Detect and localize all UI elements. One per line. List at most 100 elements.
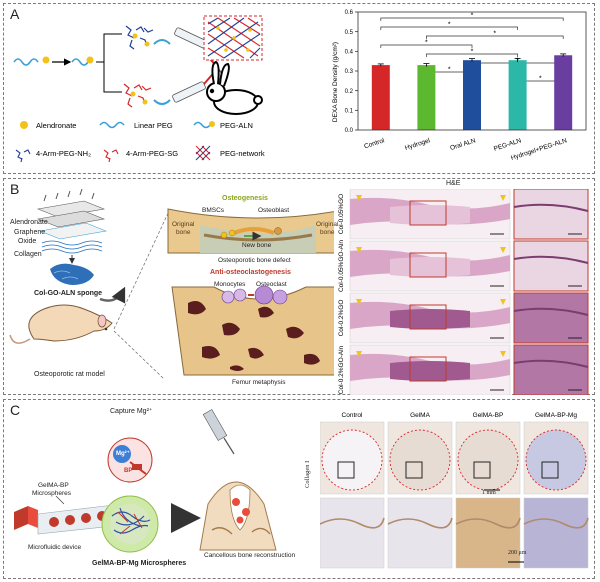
- he-zoom-fiber: [513, 307, 589, 316]
- legend-peg-network: PEG-network: [220, 149, 265, 158]
- significance-bracket: [380, 26, 518, 30]
- legend-alendronate: Alendronate: [36, 121, 76, 130]
- collagen-zoom-image: [320, 497, 385, 569]
- y-tick-label: 0.2: [345, 89, 354, 95]
- he-zoom-fiber: [513, 203, 589, 212]
- plot-frame: [357, 11, 587, 131]
- collagen-zoom-image: [455, 497, 521, 569]
- label-original-bone-left-2: bone: [176, 229, 191, 236]
- collagen-roi-box: [541, 461, 559, 479]
- panel-c-label: C: [10, 402, 21, 418]
- he-marker-right: [500, 299, 506, 305]
- he-marker-left: [356, 299, 362, 305]
- legend-peg-aln: PEG-ALN: [220, 121, 253, 130]
- he-row-label: Col-0.2%GO: [338, 300, 345, 337]
- he-marker-left: [356, 195, 362, 201]
- label-original-bone-right-2: bone: [320, 229, 335, 236]
- significance-star: *: [448, 22, 451, 29]
- label-defect: Osteoporotic bone defect: [218, 257, 291, 264]
- label-original-bone-left-1: Original: [172, 221, 195, 228]
- label-graphene: Graphene: [14, 229, 46, 236]
- linear-peg-wave: [13, 56, 50, 66]
- x-category-label: PEG-ALN: [493, 137, 523, 153]
- he-title: H&E: [446, 180, 461, 187]
- label-original-bone-right-1: Original: [316, 221, 339, 228]
- label-anti-osteoclastogenesis: Anti-osteoclastogenesis: [210, 269, 291, 276]
- significance-star: *: [448, 67, 451, 74]
- bars: [371, 53, 573, 131]
- significance-star: *: [471, 49, 474, 56]
- collagen-column-label: GelMA-BP-Mg: [535, 412, 577, 419]
- panel-b-label: B: [10, 181, 20, 197]
- y-tick-label: 0.6: [345, 10, 354, 16]
- y-tick-label: 0.4: [345, 50, 354, 56]
- label-collagen: Collagen: [14, 251, 42, 258]
- bar: [554, 55, 573, 131]
- label-new-bone: New bone: [242, 242, 272, 249]
- he-roi-box: [409, 200, 447, 226]
- label-alendronate: Alendronate: [10, 219, 48, 226]
- he-row-label: Col-0.05%GO: [338, 194, 345, 234]
- peg-network-icon: [195, 145, 211, 161]
- collagen-roi-box: [405, 461, 423, 479]
- he-zoom-image: [513, 240, 589, 292]
- he-defect-tissue: [390, 205, 470, 225]
- label-cancellous: Cancellous bone reconstruction: [204, 552, 296, 559]
- panel-a-schematic: Alendronate Linear PEG PEG-ALN 4-Arm-PEG…: [13, 15, 265, 163]
- panel-b-schematic: [9, 188, 334, 380]
- he-defect-tissue: [390, 361, 470, 381]
- label-osteogenesis: Osteogenesis: [222, 195, 268, 202]
- significance-star: *: [425, 40, 428, 47]
- peg-aln-icon: [193, 121, 211, 129]
- scale-1mm: 1 mm: [482, 490, 496, 496]
- label-mg: Mg²⁺: [116, 451, 130, 457]
- 4arm-sg-icon: [103, 149, 119, 163]
- he-zoom-fiber: [513, 359, 589, 368]
- label-osteoclast: Osteoclast: [256, 281, 287, 288]
- rat-illustration: [9, 304, 113, 344]
- significance-bracket: [380, 17, 564, 21]
- defect-circle: [525, 429, 587, 491]
- he-defect-tissue: [390, 309, 470, 329]
- y-tick-label: 0.0: [345, 128, 354, 134]
- label-bp: BP: [124, 468, 133, 474]
- collagen-zoom-image: [523, 497, 589, 569]
- label-rat-model: Osteoporotic rat model: [34, 371, 105, 378]
- defect-circle: [389, 429, 451, 491]
- he-marker-right: [500, 351, 506, 357]
- legend-4arm-nh2: 4-Arm-PEG-NH₂: [36, 149, 91, 158]
- x-category-label: Hydrogel: [404, 137, 431, 152]
- defect-circle: [321, 429, 383, 491]
- label-sponge: Col-GO-ALN sponge: [34, 290, 103, 297]
- graphene-layers: [36, 188, 108, 240]
- alendronate-dot: [42, 56, 50, 64]
- y-axis-label: DEXA Bone Density (g/cm²): [332, 42, 339, 122]
- collagen-roi-box: [337, 461, 355, 479]
- bone-defect-diagram: [167, 208, 334, 254]
- label-monocytes: Monocytes: [214, 281, 246, 288]
- collagen-zoom-fiber: [523, 517, 589, 529]
- scale-200um: 200 μm: [508, 550, 527, 556]
- sponge-block: [50, 263, 94, 285]
- linear-peg-icon: [99, 121, 125, 129]
- femur-diagram: [171, 285, 334, 376]
- label-femur: Femur metaphysis: [232, 379, 286, 386]
- label-osteoblast: Osteoblast: [258, 207, 290, 214]
- label-capture-mg: Capture Mg²⁺: [110, 408, 153, 415]
- he-row-label: Col-0.2%GO-Aln: [338, 345, 345, 394]
- significance-bracket: [426, 53, 518, 57]
- panel-c: C: [3, 399, 595, 579]
- collagen-column-label: GelMA-BP: [473, 412, 504, 419]
- he-histology-grid: Col-0.05%GOCol-0.05%GO-AlnCol-0.2%GOCol-…: [338, 189, 589, 395]
- legend-4arm-sg: 4-Arm-PEG-SG: [126, 149, 178, 158]
- significance-bracket: [426, 35, 564, 39]
- he-zoom-fiber: [513, 255, 589, 264]
- label-microfluidic: Microfluidic device: [28, 544, 82, 551]
- collagen-zoom-fiber: [387, 517, 453, 529]
- defect-circle: [457, 429, 519, 491]
- bar: [417, 65, 436, 130]
- label-collagen-i: Collagen I: [304, 460, 311, 488]
- he-roi-box: [409, 252, 447, 278]
- he-zoom-image: [513, 344, 589, 395]
